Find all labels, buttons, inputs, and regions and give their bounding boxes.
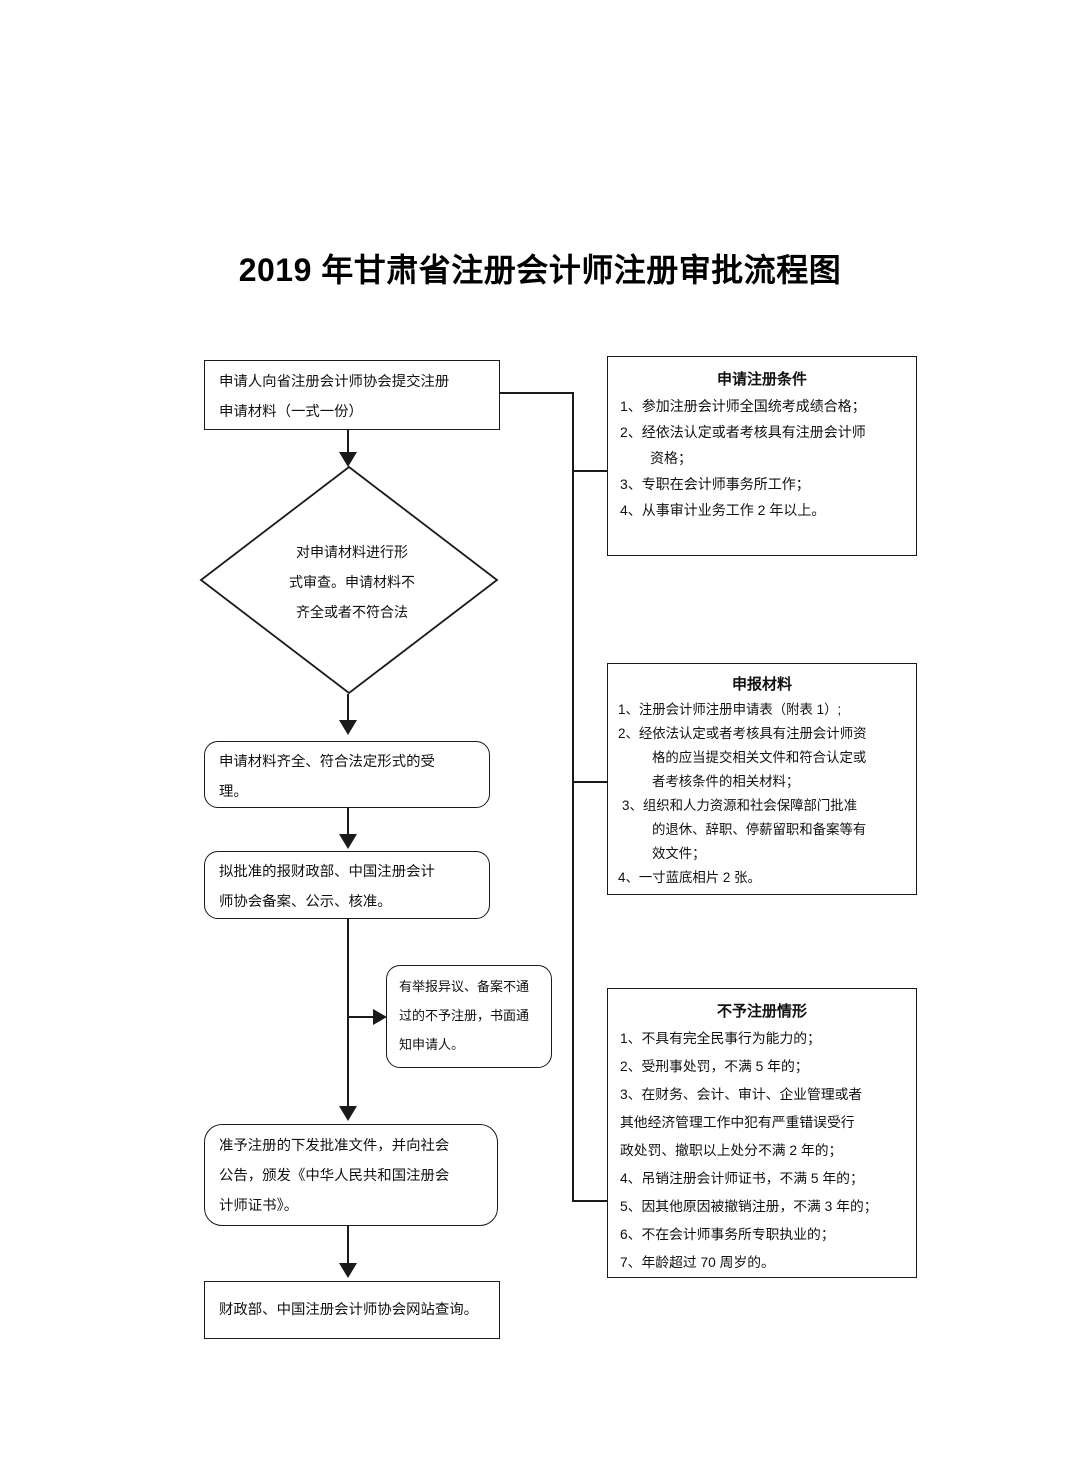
panel-registration-conditions-list: 1、参加注册会计师全国统考成绩合格； 2、经依法认定或者考核具有注册会计师 资格… [620,393,904,523]
connector-accept-to-approve [347,808,349,840]
node-form-review-text: 对申请材料进行形 式审查。申请材料不 齐全或者不符合法 定形式的告知申请 [264,537,440,633]
node-approve-and-record-line1: 拟批准的报财政部、中国注册会计 [219,864,435,880]
diamond-line-3: 齐全或者不符合法 [296,604,408,620]
list-item: 1、参加注册会计师全国统考成绩合格； [620,398,866,414]
list-item: 3、组织和人力资源和社会保障部门批准 [622,798,858,813]
list-item: 4、从事审计业务工作 2 年以上。 [620,502,826,518]
page-title: 2019 年甘肃省注册会计师注册审批流程图 [238,252,842,288]
node-accept-application-line1: 申请材料齐全、符合法定形式的受 [219,754,435,770]
node-issue-certificate[interactable]: 准予注册的下发批准文件，并向社会 公告，颁发《中华人民共和国注册会 计师证书》。 [204,1124,498,1226]
arrow-submit-to-review [339,452,357,467]
list-item: 效文件； [652,846,706,861]
panel-non-registration-cases-heading: 不予注册情形 [716,1003,807,1020]
panel-application-materials: 申报材料 1、注册会计师注册申请表（附表 1）; 2、经依法认定或者考核具有注册… [607,663,917,895]
connector-review-to-accept [347,694,349,724]
diamond-line-1: 对申请材料进行形 [296,544,408,560]
node-submit-application-line2: 申请材料（一式一份） [219,404,363,420]
list-item: 5、因其他原因被撤销注册，不满 3 年的； [620,1199,878,1214]
panel-registration-conditions-heading: 申请注册条件 [716,371,807,388]
list-item: 格的应当提交相关文件和符合认定或 [652,750,867,765]
connector-branch-to-reject-notice [348,1016,378,1018]
panel-registration-conditions: 申请注册条件 1、参加注册会计师全国统考成绩合格； 2、经依法认定或者考核具有注… [607,356,917,556]
node-reject-notice-line1: 有举报异议、备案不通 [399,979,530,994]
node-issue-certificate-line1: 准予注册的下发批准文件，并向社会 [219,1138,450,1154]
arrow-accept-to-approve [339,834,357,849]
arrow-branch-to-reject-notice [373,1009,387,1025]
list-item: 1、不具有完全民事行为能力的； [620,1031,821,1046]
node-issue-certificate-line3: 计师证书》。 [219,1198,299,1214]
list-item: 1、注册会计师注册申请表（附表 1）; [618,702,842,717]
node-submit-application[interactable]: 申请人向省注册会计师协会提交注册 申请材料（一式一份） [204,360,500,430]
arrow-approve-to-issue [339,1106,357,1121]
list-item: 4、一寸蓝底相片 2 张。 [618,870,761,885]
arrow-issue-to-website [339,1263,357,1278]
connector-trunk-to-panel-nonregistration [572,1200,608,1202]
list-item: 资格； [650,450,692,466]
arrow-review-to-accept [339,720,357,735]
list-item: 其他经济管理工作中犯有严重错误受行 [620,1115,855,1130]
panel-application-materials-list: 1、注册会计师注册申请表（附表 1）; 2、经依法认定或者考核具有注册会计师资 … [618,698,906,890]
panel-non-registration-cases: 不予注册情形 1、不具有完全民事行为能力的； 2、受刑事处罚，不满 5 年的； … [607,988,917,1278]
node-reject-notice[interactable]: 有举报异议、备案不通 过的不予注册，书面通 知申请人。 [386,965,552,1068]
node-form-review-diamond[interactable] [199,465,499,695]
diamond-line-2: 式审查。申请材料不 [289,574,415,590]
list-item: 3、在财务、会计、审计、企业管理或者 [620,1087,863,1102]
list-item: 政处罚、撤职以上处分不满 2 年的； [620,1143,843,1158]
panel-application-materials-heading: 申报材料 [731,676,792,693]
node-approve-and-record[interactable]: 拟批准的报财政部、中国注册会计 师协会备案、公示、核准。 [204,851,490,919]
node-submit-application-line1: 申请人向省注册会计师协会提交注册 [219,374,450,390]
list-item: 的退休、辞职、停薪留职和备案等有 [652,822,867,837]
list-item: 6、不在会计师事务所专职执业的； [620,1227,835,1242]
connector-trunk-vertical [572,392,574,1202]
connector-issue-to-website [347,1226,349,1270]
panel-non-registration-cases-list: 1、不具有完全民事行为能力的； 2、受刑事处罚，不满 5 年的； 3、在财务、会… [620,1025,904,1277]
list-item: 者考核条件的相关材料； [652,774,800,789]
list-item: 2、受刑事处罚，不满 5 年的； [620,1059,809,1074]
node-reject-notice-line3: 知申请人。 [399,1037,465,1052]
node-accept-application[interactable]: 申请材料齐全、符合法定形式的受 理。 [204,741,490,808]
node-issue-certificate-line2: 公告，颁发《中华人民共和国注册会 [219,1168,450,1184]
node-website-query[interactable]: 财政部、中国注册会计师协会网站查询。 [204,1281,500,1339]
connector-submit-to-review [347,430,349,458]
connector-trunk-head [500,392,574,394]
node-accept-application-line2: 理。 [219,784,248,800]
list-item: 7、年龄超过 70 周岁的。 [620,1255,775,1270]
connector-trunk-to-panel-materials [572,781,608,783]
list-item: 2、经依法认定或者考核具有注册会计师 [620,424,866,440]
list-item: 2、经依法认定或者考核具有注册会计师资 [618,726,867,741]
node-reject-notice-line2: 过的不予注册，书面通 [399,1008,530,1023]
diamond-line-4-clipped: 定形式的告知申请 [264,627,440,633]
node-website-query-line1: 财政部、中国注册会计师协会网站查询。 [219,1302,479,1318]
connector-trunk-to-panel-conditions [572,470,608,472]
list-item: 4、吊销注册会计师证书，不满 5 年的； [620,1171,864,1186]
list-item: 3、专职在会计师事务所工作； [620,476,810,492]
node-approve-and-record-line2: 师协会备案、公示、核准。 [219,894,392,910]
